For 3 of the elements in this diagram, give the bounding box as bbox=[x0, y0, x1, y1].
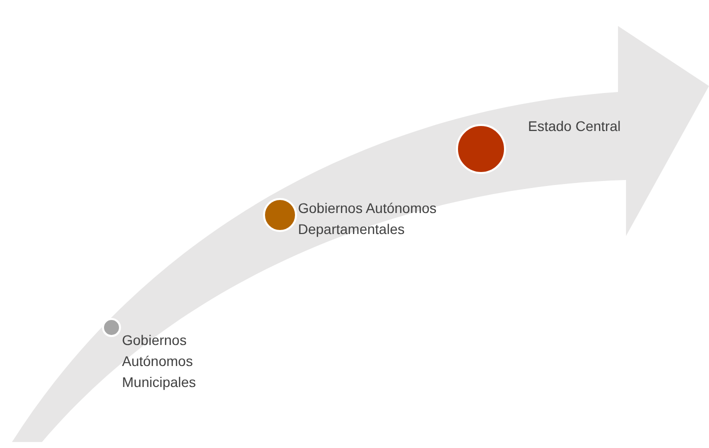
stage-label: Estado Central bbox=[528, 117, 622, 136]
stage-label: Gobiernos Autónomos Departamentales bbox=[298, 199, 438, 239]
stage-label: Gobiernos Autónomos Municipales bbox=[122, 331, 197, 392]
